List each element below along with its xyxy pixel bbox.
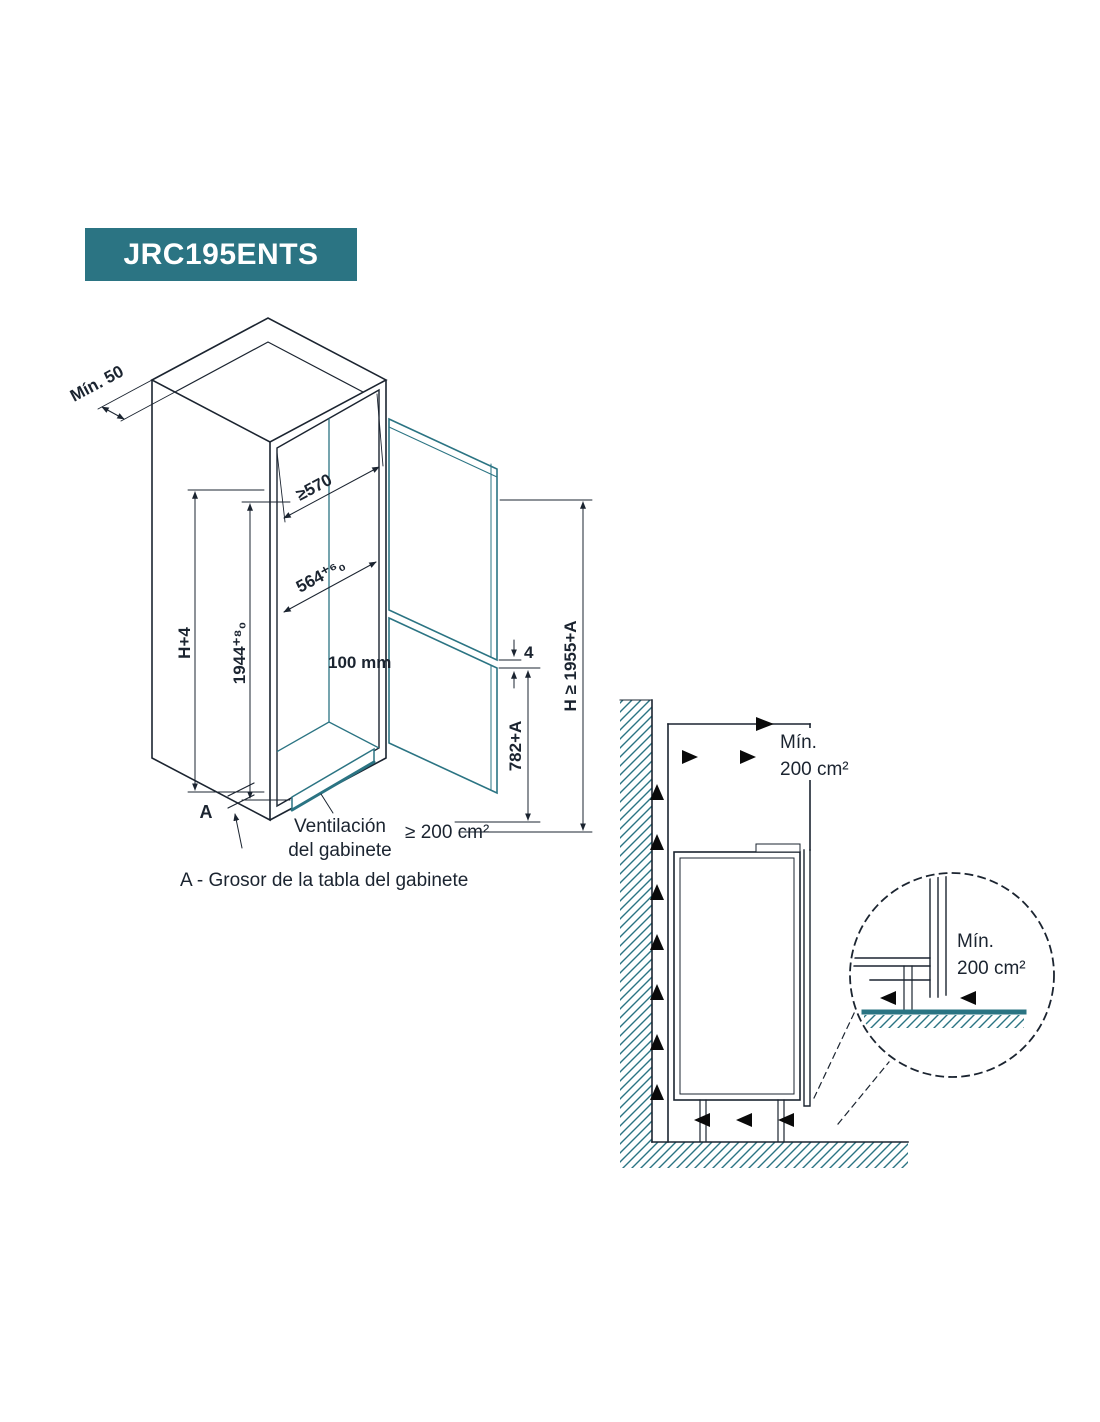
top-vent-label-line2: 200 cm² <box>780 759 849 780</box>
side-view-diagram: Mín. 200 cm² Mín. 200 cm² <box>619 699 1055 1168</box>
cabinet-left-face <box>151 379 271 822</box>
width564-label: 564⁺⁶₀ <box>293 555 349 597</box>
top-vent-label-line1: Mín. <box>780 732 817 753</box>
height1944-extension-lines <box>241 501 291 801</box>
fridge-door-lines <box>803 849 811 1107</box>
h4-label: H+4 <box>175 627 194 659</box>
cabinet-top-inner-lines <box>174 341 364 393</box>
depth570-dimension-line <box>283 466 380 519</box>
depth570-extension-lines <box>276 393 384 523</box>
min50-extension-lines <box>97 379 176 422</box>
floor-hatch <box>620 1142 908 1168</box>
min50-dimension-line <box>101 406 125 420</box>
total1955-extension-lines <box>459 499 593 833</box>
total1955-label: H ≥ 1955+A <box>561 620 580 711</box>
airflow-arrows <box>650 717 794 1127</box>
panelA-label: A <box>200 802 213 822</box>
airflow-right-arrows <box>682 750 756 764</box>
airflow-up-arrows <box>650 784 664 1100</box>
niche-interior <box>277 390 379 806</box>
upper-door-inner-lines <box>388 426 498 658</box>
panelA-thickness-lines <box>227 782 255 809</box>
airflow-left-arrows <box>694 1113 794 1127</box>
door-clearance-label: 100 mm <box>328 653 391 672</box>
detail-foot-lines <box>903 965 913 1012</box>
fridge-unit <box>673 843 811 1142</box>
lower-door-panel <box>388 616 498 795</box>
magnified-detail: Mín. 200 cm² <box>853 876 1027 1028</box>
panelA-pointer <box>233 813 243 849</box>
base-vent-strip <box>290 747 376 812</box>
detail-fridge-bottom-lines <box>853 957 931 981</box>
upper-door-panel <box>388 417 498 662</box>
top-vent-label: Mín. 200 cm² <box>774 728 866 780</box>
min50-label: Mín. 50 <box>67 362 127 406</box>
cabinet-top-face <box>150 317 388 443</box>
detail-vent-label-line1: Mín. <box>957 931 994 952</box>
magnifier-connector-lines <box>813 1006 890 1125</box>
airflow-top-exit-arrow <box>756 717 774 731</box>
fridge-top-hinge <box>755 843 801 853</box>
width564-dimension-line <box>283 561 377 613</box>
top-vent-label-bg <box>774 728 866 780</box>
vent-label-line2: del gabinete <box>288 840 392 861</box>
detail-vent-label-line2: 200 cm² <box>957 958 1026 979</box>
fridge-body-inner <box>679 857 795 1095</box>
vent-area-value: ≥ 200 cm² <box>405 822 489 843</box>
vent-label-line1: Ventilación <box>294 816 386 837</box>
isometric-niche-diagram: Mín. 50 ≥570 564⁺⁶₀ H+4 1944⁺⁸₀ 100 mm 4… <box>67 317 593 891</box>
model-number: JRC195ENTS <box>123 237 319 271</box>
vent-strip-base <box>290 760 376 812</box>
open-door-panels <box>388 417 498 795</box>
gap4-label: 4 <box>524 643 534 662</box>
detail-front-panel-lines <box>929 876 947 998</box>
height1944-label: 1944⁺⁸₀ <box>230 622 249 685</box>
h4-extension-lines <box>187 489 265 793</box>
vent-leader-line <box>320 793 334 814</box>
lower782-label: 782+A <box>506 721 525 772</box>
footnote-panelA: A - Grosor de la tabla del gabinete <box>180 870 468 891</box>
wall-hatch <box>620 700 652 1142</box>
vent-strip-outline <box>291 747 375 812</box>
gap4-extension-lines <box>498 659 541 669</box>
cabinet-outer-box <box>150 317 388 822</box>
fridge-body-outer <box>673 851 801 1101</box>
dimensions <box>97 379 593 849</box>
isometric-labels: Mín. 50 ≥570 564⁺⁶₀ H+4 1944⁺⁸₀ 100 mm 4… <box>67 362 580 891</box>
detail-floor-hatch <box>864 1015 1024 1028</box>
model-title-badge: JRC195ENTS <box>85 228 357 281</box>
